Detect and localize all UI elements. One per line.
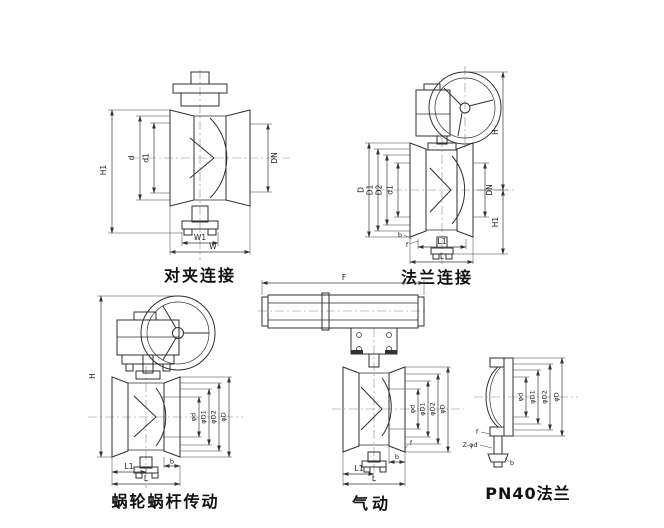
centerlines xyxy=(376,66,514,264)
dim-label-H1: H1 xyxy=(99,165,108,176)
dim-label-phiD2: φD2 xyxy=(210,410,218,423)
centerlines xyxy=(88,366,243,488)
dim-label-L1: L1 xyxy=(355,464,364,473)
worm-gear-valve-drawing: H φd φD1 φD2 φD L1 L xyxy=(88,295,243,488)
wafer-valve-drawing: H1 d d1 DN W1 W xyxy=(99,70,290,260)
dim-label-F: F xyxy=(342,273,346,282)
dim-label-phiD: φD xyxy=(220,412,228,421)
dimensions: D D1 D2 d1 DN H H1 L1 xyxy=(357,71,508,264)
dim-label-phid: φd xyxy=(409,405,417,413)
handwheel-icon xyxy=(428,71,502,145)
worm-gear-caption: 蜗轮蜗杆传动 xyxy=(111,492,220,511)
valve-body xyxy=(409,135,474,260)
pn40-flange-figure: φd φD1 φD2 φD f Z-φd b PN40法兰 xyxy=(448,330,608,503)
dim-label-D: D xyxy=(357,187,366,193)
dim-label-DN: DN xyxy=(270,152,279,163)
dim-label-L1: L1 xyxy=(125,462,134,471)
worm-gear-figure: H φd φD1 φD2 φD L1 L xyxy=(58,276,273,511)
centerlines xyxy=(130,70,290,260)
pn40-flange-drawing: φd φD1 φD2 φD f Z-φd b xyxy=(462,357,578,468)
dim-label-D1: D1 xyxy=(366,184,375,195)
dim-label-phid: φd xyxy=(190,413,198,421)
pneumatic-valve-drawing: F φd φD1 φD2 φD b f L1 xyxy=(258,273,464,486)
dim-label-W1: W1 xyxy=(194,233,206,242)
dim-label-H1: H1 xyxy=(491,217,500,228)
valve-body xyxy=(169,71,251,236)
valve-body xyxy=(342,353,406,473)
handwheel-icon xyxy=(140,295,216,371)
dim-label-D2: D2 xyxy=(375,184,384,195)
dim-label-b: b xyxy=(395,453,399,461)
pneumatic-caption: 气动 xyxy=(351,494,392,513)
gearbox xyxy=(415,83,451,137)
dim-label-L: L xyxy=(144,474,149,483)
dim-label-b: b xyxy=(510,459,514,467)
dim-label-d1: d1 xyxy=(386,185,395,195)
pneumatic-actuator xyxy=(261,292,425,331)
dimensions: φd φD1 φD2 φD f Z-φd b xyxy=(462,357,565,467)
dim-label-H: H xyxy=(491,129,500,135)
dim-label-z-phid: Z-φd xyxy=(462,441,477,449)
dim-label-phid: φd xyxy=(517,393,525,401)
dim-label-phiD: φD xyxy=(553,392,561,401)
flange-figure: D D1 D2 d1 DN H H1 L1 xyxy=(352,56,612,287)
dim-label-phiD2: φD2 xyxy=(541,390,549,403)
dim-label-b: b xyxy=(398,231,402,239)
dim-label-f: f xyxy=(410,439,413,447)
flange-profile xyxy=(485,357,514,468)
dimensions: F φd φD1 φD2 φD b f L1 xyxy=(261,273,451,486)
dim-label-d1: d1 xyxy=(142,153,151,163)
wafer-figure: H1 d d1 DN W1 W 对夹连接 xyxy=(72,70,302,285)
dim-label-b: b xyxy=(170,458,174,466)
dim-label-phiD: φD xyxy=(439,404,447,413)
flange-valve-drawing: D D1 D2 d1 DN H H1 L1 xyxy=(357,66,514,264)
dim-label-phiD1: φD1 xyxy=(529,390,537,403)
wafer-caption: 对夹连接 xyxy=(163,266,236,285)
dimensions: H φd φD1 φD2 φD L1 L xyxy=(88,295,232,486)
dim-label-phiD1: φD1 xyxy=(419,402,427,415)
dim-label-d: d xyxy=(127,155,136,160)
dim-label-f: f xyxy=(406,241,409,249)
dimensions: H1 d d1 DN W1 W xyxy=(99,109,279,255)
pn40-caption: PN40法兰 xyxy=(485,484,571,503)
dim-label-L: L xyxy=(372,474,377,483)
dim-label-H: H xyxy=(88,373,97,379)
dim-label-phiD1: φD1 xyxy=(200,410,208,423)
dim-label-W: W xyxy=(209,242,217,251)
pneumatic-figure: F φd φD1 φD2 φD b f L1 xyxy=(252,270,492,513)
dim-label-L: L xyxy=(440,252,445,261)
dim-label-phiD2: φD2 xyxy=(429,402,437,415)
dim-label-f: f xyxy=(476,428,479,436)
dim-label-L1: L1 xyxy=(438,237,447,246)
